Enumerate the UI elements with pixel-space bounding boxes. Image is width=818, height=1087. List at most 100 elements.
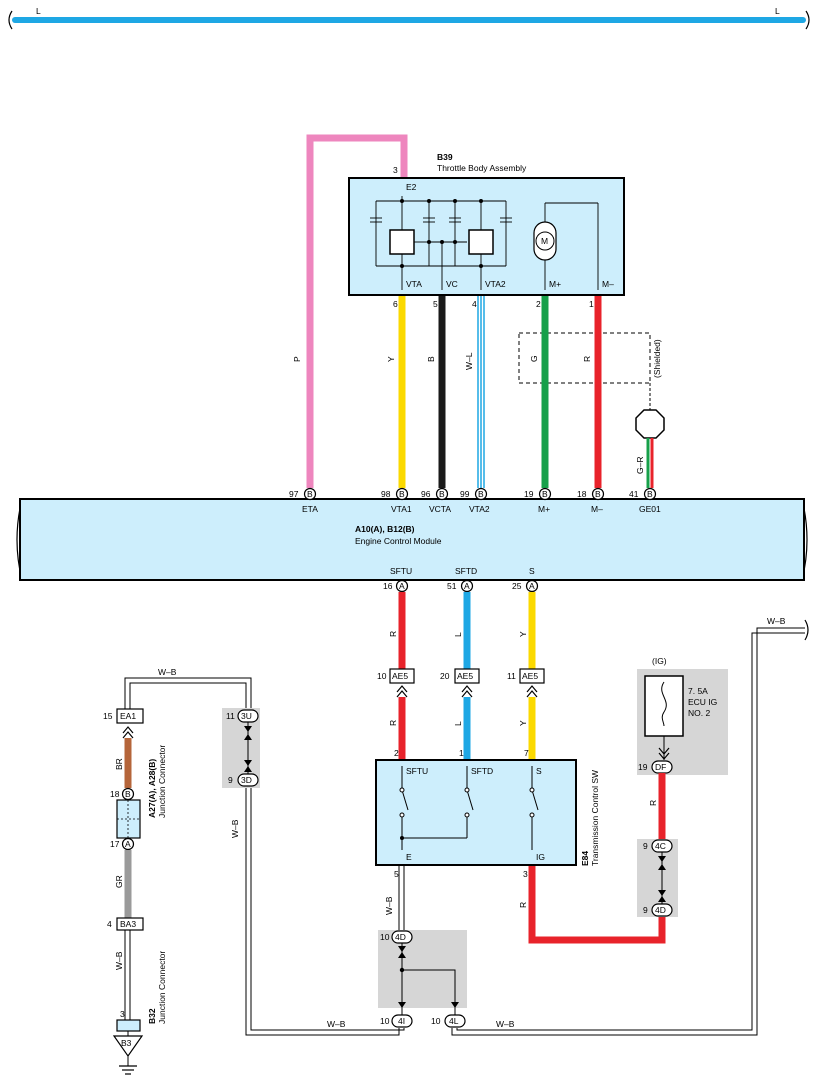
pin-mminus-num: 1 xyxy=(589,299,594,309)
svg-text:11: 11 xyxy=(226,711,235,721)
svg-text:SFTU: SFTU xyxy=(406,766,428,776)
svg-text:B: B xyxy=(647,489,653,499)
top-bus-left-label: L xyxy=(36,6,41,16)
svg-text:51: 51 xyxy=(447,581,457,591)
wire-r-sftu: R xyxy=(388,592,406,669)
shield-box: (Shielded) xyxy=(518,332,662,384)
svg-text:AE5: AE5 xyxy=(522,671,538,681)
svg-text:ECU IG: ECU IG xyxy=(688,697,717,707)
svg-text:3: 3 xyxy=(523,869,528,879)
svg-text:W–L: W–L xyxy=(464,352,474,370)
svg-text:SFTD: SFTD xyxy=(455,566,477,576)
ae5-sftd: AE5 20 xyxy=(440,668,480,698)
engine-control-module: A10(A), B12(B) Engine Control Module xyxy=(16,498,808,581)
junction-4d-4i-4l: 4D 10 4I 10 4L 10 xyxy=(378,930,467,1028)
svg-text:9: 9 xyxy=(643,841,648,851)
svg-text:4I: 4I xyxy=(398,1016,405,1026)
svg-text:(Shielded): (Shielded) xyxy=(652,339,662,378)
motor-label: M xyxy=(541,236,548,246)
svg-text:41: 41 xyxy=(629,489,639,499)
svg-text:Y: Y xyxy=(386,356,396,362)
svg-text:ETA: ETA xyxy=(302,504,318,514)
svg-text:11: 11 xyxy=(507,671,516,681)
wire-y-s: Y xyxy=(518,592,536,669)
svg-text:B: B xyxy=(595,489,601,499)
svg-text:18: 18 xyxy=(110,789,120,799)
svg-text:25: 25 xyxy=(512,581,522,591)
svg-text:DF: DF xyxy=(655,762,666,772)
svg-text:R: R xyxy=(582,356,592,362)
ecm-pin-sftu: A 16 SFTU xyxy=(383,566,412,593)
wire-r-mminus: R xyxy=(582,296,602,488)
junction-4c-4d: 4C 9 4D 9 xyxy=(637,839,678,917)
svg-text:9: 9 xyxy=(228,775,233,785)
svg-text:10: 10 xyxy=(377,671,387,681)
svg-text:B: B xyxy=(125,789,131,799)
wire-b-vc: B xyxy=(426,296,446,488)
svg-text:IG: IG xyxy=(536,852,545,862)
wire-l-sftd: L xyxy=(453,592,471,669)
svg-text:3D: 3D xyxy=(241,775,252,785)
svg-text:M+: M+ xyxy=(538,504,550,514)
svg-text:17: 17 xyxy=(110,839,120,849)
svg-text:19: 19 xyxy=(524,489,534,499)
svg-text:15: 15 xyxy=(103,711,113,721)
svg-text:5: 5 xyxy=(394,869,399,879)
svg-text:4L: 4L xyxy=(449,1016,459,1026)
svg-text:L: L xyxy=(453,632,463,637)
svg-text:B: B xyxy=(439,489,445,499)
svg-text:R: R xyxy=(518,902,528,908)
svg-text:B: B xyxy=(542,489,548,499)
svg-text:A27(A), A28(B): A27(A), A28(B) xyxy=(147,759,157,818)
svg-text:Junction Connector: Junction Connector xyxy=(157,951,167,1024)
wb-e84-label: W–B xyxy=(384,896,394,915)
wire-wl-vta2: W–L xyxy=(464,296,485,488)
svg-text:A: A xyxy=(125,839,131,849)
wire-gr-shield: G–R xyxy=(635,383,665,488)
ecm-pin-mminus: B 18 M– xyxy=(577,487,605,514)
svg-text:A: A xyxy=(529,581,535,591)
svg-text:10: 10 xyxy=(380,932,390,942)
ecm-top-pins: B 97 ETA B 98 VTA1 B 96 VCTA B 99 VTA2 B… xyxy=(289,487,661,514)
svg-text:99: 99 xyxy=(460,489,470,499)
svg-text:A: A xyxy=(399,581,405,591)
wb-top-left-label: W–B xyxy=(158,667,177,677)
wb-bottom-right-label: W–B xyxy=(496,1019,515,1029)
pin-e2-label: E2 xyxy=(406,182,417,192)
pin-vc-num: 5 xyxy=(433,299,438,309)
svg-text:EA1: EA1 xyxy=(120,711,136,721)
ecm-pin-vcta: B 96 VCTA xyxy=(421,487,451,514)
top-bus: L L xyxy=(8,6,810,30)
svg-text:B: B xyxy=(307,489,313,499)
ecm-pin-vta2: B 99 VTA2 xyxy=(460,487,490,514)
pin-vta2-label: VTA2 xyxy=(485,279,506,289)
svg-text:16: 16 xyxy=(383,581,393,591)
junction-3u-3d: 3U 11 3D 9 xyxy=(222,708,260,788)
ae5-s: AE5 11 xyxy=(507,668,545,698)
svg-text:BA3: BA3 xyxy=(120,919,136,929)
svg-text:GE01: GE01 xyxy=(639,504,661,514)
wire-r-ig: R xyxy=(518,866,666,944)
throttle-code: B39 xyxy=(437,152,453,162)
svg-text:AE5: AE5 xyxy=(457,671,473,681)
left-chain: EA1 15 BR B 18 A 17 A27(A), A28(B) Junct… xyxy=(103,708,167,1075)
svg-text:3U: 3U xyxy=(241,711,252,721)
trans-sw-name: Transmission Control SW xyxy=(590,770,600,866)
svg-text:B: B xyxy=(478,489,484,499)
svg-text:G–R: G–R xyxy=(635,457,645,474)
pin-mplus-num: 2 xyxy=(536,299,541,309)
ecm-pin-mplus: B 19 M+ xyxy=(524,487,552,514)
wb-left-vertical-label: W–B xyxy=(230,819,240,838)
svg-text:R: R xyxy=(388,720,398,726)
svg-text:SFTU: SFTU xyxy=(390,566,412,576)
wire-y-vta: Y xyxy=(386,296,406,488)
svg-text:4D: 4D xyxy=(655,905,666,915)
svg-text:E: E xyxy=(406,852,412,862)
svg-text:SFTD: SFTD xyxy=(471,766,493,776)
svg-text:W–B: W–B xyxy=(114,951,124,970)
ae5-connectors: AE5 10 AE5 20 AE5 11 xyxy=(377,668,545,698)
ecm-name: Engine Control Module xyxy=(355,536,442,546)
svg-text:A: A xyxy=(464,581,470,591)
svg-text:4C: 4C xyxy=(655,841,666,851)
